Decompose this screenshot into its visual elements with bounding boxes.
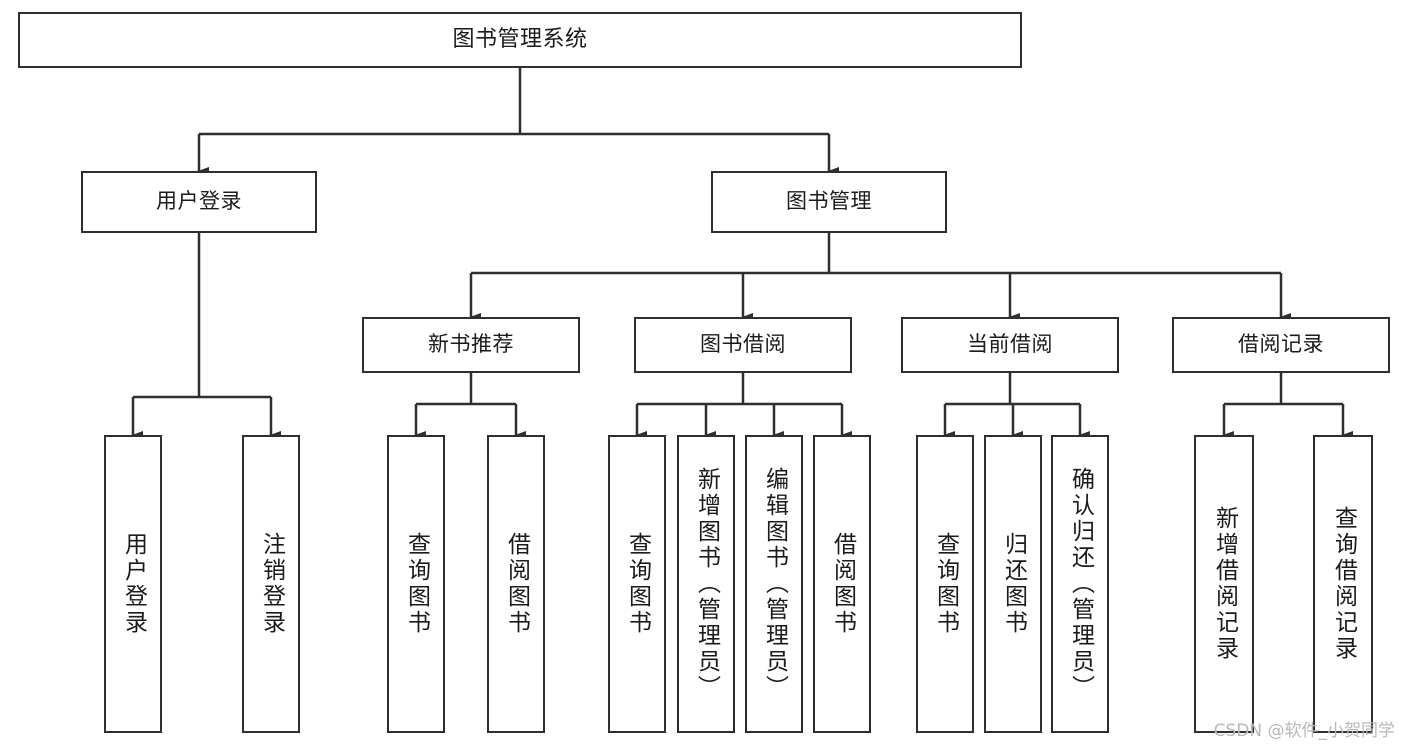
node-label: 查询图书: [932, 532, 959, 636]
watermark: CSDN @软件_小贺同学: [1213, 721, 1395, 741]
node-label: 确认归还（管理员）: [1067, 467, 1094, 701]
node-label: 查询图书: [624, 532, 651, 636]
node-label: 借阅记录: [1238, 332, 1324, 357]
node-label: 用户登录: [156, 189, 242, 214]
node-label: 查询图书: [403, 532, 430, 636]
node-label: 编辑图书（管理员）: [761, 467, 788, 701]
node-label: 归还图书: [1000, 532, 1027, 636]
node-book-management[interactable]: 图书管理: [711, 171, 947, 233]
leaf-records-add-record[interactable]: 新增借阅记录: [1194, 435, 1254, 733]
node-label: 当前借阅: [967, 332, 1053, 357]
connector-lines: [131, 68, 1353, 439]
node-label: 用户登录: [120, 532, 147, 636]
node-label: 查询借阅记录: [1330, 506, 1357, 662]
leaf-current-query-book[interactable]: 查询图书: [916, 435, 974, 733]
node-label: 借阅图书: [829, 532, 856, 636]
leaf-newbook-borrow-book[interactable]: 借阅图书: [487, 435, 545, 733]
node-user-login[interactable]: 用户登录: [81, 171, 317, 233]
leaf-borrow-borrow-book[interactable]: 借阅图书: [813, 435, 871, 733]
leaf-newbook-query-book[interactable]: 查询图书: [387, 435, 445, 733]
leaf-borrow-add-book-admin[interactable]: 新增图书（管理员）: [677, 435, 735, 733]
node-current-borrowing[interactable]: 当前借阅: [901, 317, 1119, 373]
node-label: 图书管理系统: [452, 26, 588, 52]
node-book-borrowing[interactable]: 图书借阅: [634, 317, 852, 373]
node-label: 图书借阅: [700, 332, 786, 357]
leaf-current-return-book[interactable]: 归还图书: [984, 435, 1042, 733]
leaf-user-login[interactable]: 用户登录: [104, 435, 162, 733]
leaf-current-confirm-return-admin[interactable]: 确认归还（管理员）: [1051, 435, 1109, 733]
leaf-records-query-record[interactable]: 查询借阅记录: [1313, 435, 1373, 733]
node-label: 借阅图书: [503, 532, 530, 636]
leaf-user-logout[interactable]: 注销登录: [242, 435, 300, 733]
node-root[interactable]: 图书管理系统: [18, 12, 1022, 68]
leaf-borrow-query-book[interactable]: 查询图书: [608, 435, 666, 733]
leaf-borrow-edit-book-admin[interactable]: 编辑图书（管理员）: [745, 435, 803, 733]
node-borrow-records[interactable]: 借阅记录: [1172, 317, 1390, 373]
node-label: 注销登录: [258, 532, 285, 636]
node-label: 图书管理: [786, 189, 872, 214]
node-label: 新增借阅记录: [1211, 506, 1238, 662]
node-new-book-recommendation[interactable]: 新书推荐: [362, 317, 580, 373]
node-label: 新书推荐: [428, 332, 514, 357]
node-label: 新增图书（管理员）: [693, 467, 720, 701]
